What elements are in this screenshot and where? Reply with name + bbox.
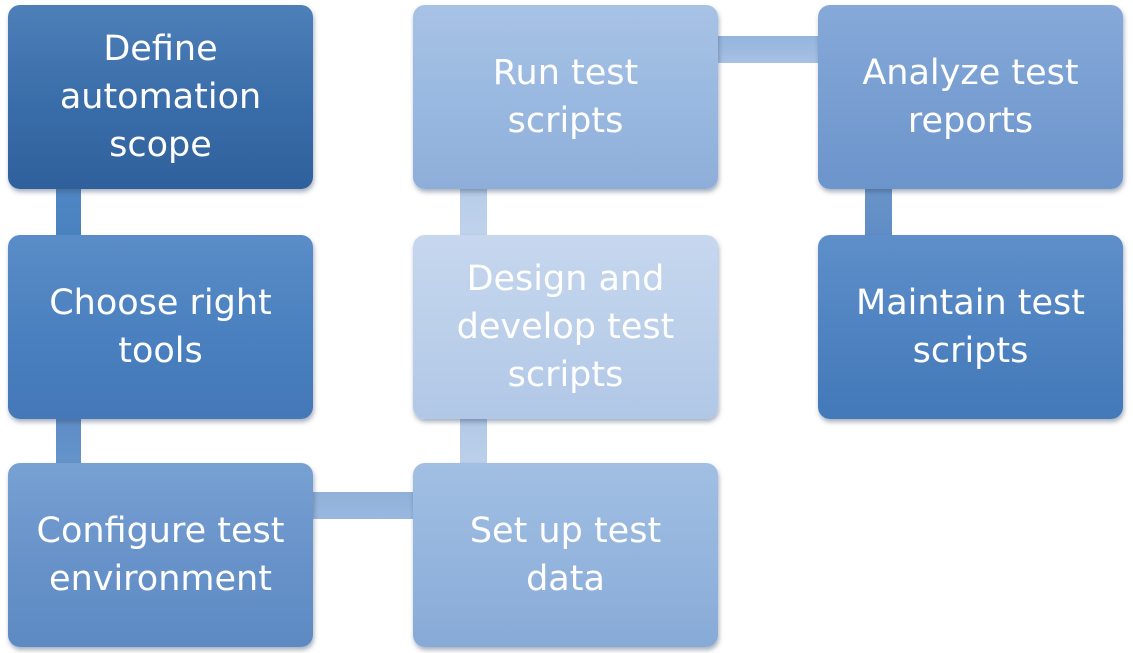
step-label: Define automation scope xyxy=(59,29,262,165)
connector-run-to-analyze xyxy=(715,36,821,63)
connector-configure-to-setup xyxy=(310,492,414,519)
connector-analyze-to-maintain xyxy=(865,185,892,237)
step-label: Configure test environment xyxy=(36,511,285,599)
step-label: Run test scripts xyxy=(492,53,639,141)
connector-choose-to-configure xyxy=(56,415,81,467)
connector-design-to-run xyxy=(460,185,487,237)
step-maintain-test-scripts: Maintain test scripts xyxy=(818,235,1123,419)
step-define-automation-scope: Define automation scope xyxy=(8,5,313,189)
step-label: Choose right tools xyxy=(49,283,272,371)
step-label: Analyze test reports xyxy=(862,53,1079,141)
connector-setup-to-design xyxy=(460,415,487,467)
connector-define-to-choose xyxy=(56,185,81,237)
step-run-test-scripts: Run test scripts xyxy=(413,5,718,189)
step-label: Set up test data xyxy=(469,511,662,599)
step-analyze-test-reports: Analyze test reports xyxy=(818,5,1123,189)
step-choose-right-tools: Choose right tools xyxy=(8,235,313,419)
step-label: Design and develop test scripts xyxy=(456,259,675,395)
step-set-up-test-data: Set up test data xyxy=(413,463,718,647)
step-design-and-develop-test-scripts: Design and develop test scripts xyxy=(413,235,718,419)
step-configure-test-environment: Configure test environment xyxy=(8,463,313,647)
step-label: Maintain test scripts xyxy=(856,283,1085,371)
